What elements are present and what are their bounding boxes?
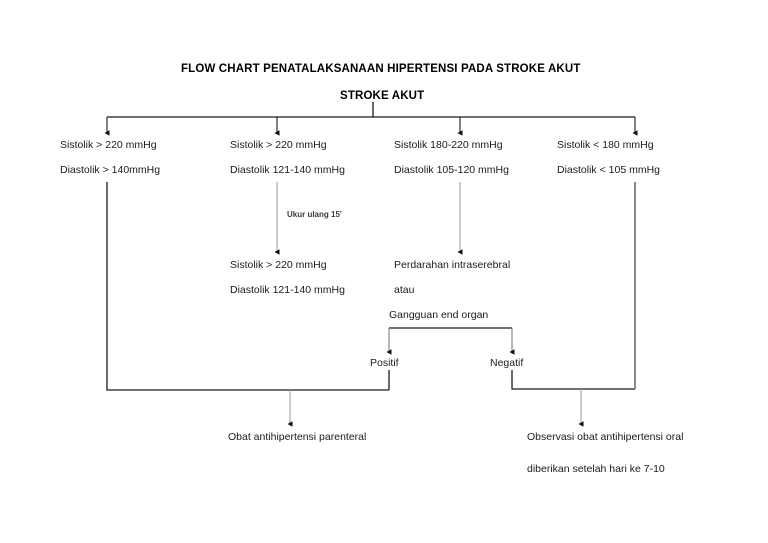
col2-recheck-systolic: Sistolik > 220 mmHg [230, 259, 327, 271]
col1-diastolic: Diastolik > 140mmHg [60, 164, 161, 176]
page-title: FLOW CHART PENATALAKSANAAN HIPERTENSI PA… [181, 63, 581, 75]
col4-diastolic: Diastolik < 105 mmHg [557, 164, 660, 176]
root-node-stroke-akut: STROKE AKUT [340, 90, 425, 102]
col4-systolic: Sistolik < 180 mmHg [557, 139, 654, 151]
col3-systolic: Sistolik 180-220 mmHg [394, 139, 503, 151]
col3-diastolic: Diastolik 105-120 mmHg [394, 164, 509, 176]
col2-systolic: Sistolik > 220 mmHg [230, 139, 327, 151]
col2-diastolic: Diastolik 121-140 mmHg [230, 164, 345, 176]
col3-assessment-line3: Gangguan end organ [389, 309, 489, 321]
outcome-observasi-line1: Observasi obat antihipertensi oral [527, 431, 684, 443]
wire-negatif-to-right-merge [511, 370, 635, 390]
outcome-parenteral-line1: Obat antihipertensi parenteral [228, 431, 367, 443]
branch-label-positif: Positif [370, 357, 399, 369]
col3-assessment-line1: Perdarahan intraserebral [394, 259, 511, 271]
col1-systolic: Sistolik > 220 mmHg [60, 139, 157, 151]
col2-recheck-diastolic: Diastolik 121-140 mmHg [230, 284, 345, 296]
col2-recheck-note: Ukur ulang 15' [287, 210, 342, 219]
outcome-observasi-line2: diberikan setelah hari ke 7-10 [527, 463, 665, 475]
col3-assessment-line2: atau [394, 284, 415, 296]
branch-label-negatif: Negatif [490, 357, 524, 369]
